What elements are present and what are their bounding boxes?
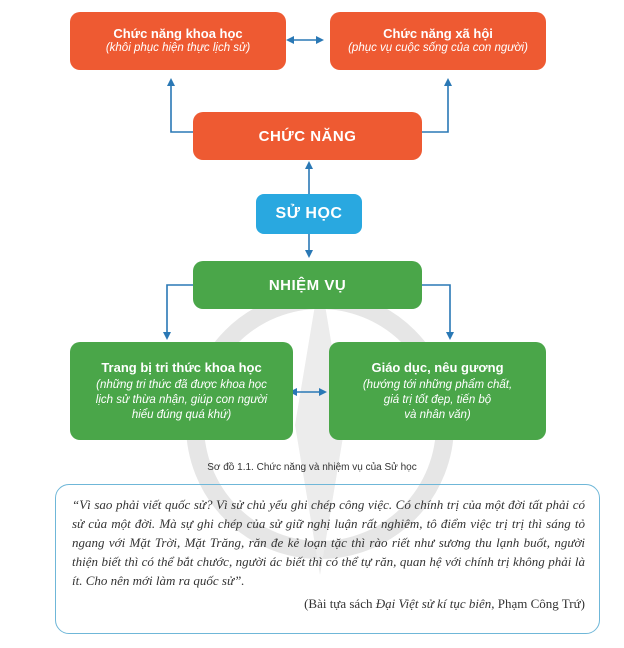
node-mission-title: NHIỆM VỤ: [268, 276, 347, 294]
node-knowledge-line-1: (những tri thức đã được khoa học: [96, 378, 267, 391]
quote-box: “Vì sao phải viết quốc sử? Vì sử chủ yếu…: [55, 484, 600, 634]
quote-text: “Vì sao phải viết quốc sử? Vì sử chủ yếu…: [72, 497, 585, 588]
node-education-line-3: và nhân văn): [404, 408, 471, 421]
node-science-function: Chức năng khoa học (khôi phục hiện thực …: [70, 12, 286, 70]
node-function-title: CHỨC NĂNG: [258, 127, 357, 145]
node-knowledge-line-3: hiểu đúng quá khứ): [131, 408, 232, 421]
arrow-mission-education: [422, 284, 454, 340]
arrow-function-science: [167, 78, 193, 133]
node-knowledge-title: Trang bị tri thức khoa học: [101, 359, 262, 375]
node-knowledge-line-2: lịch sử thừa nhận, giúp con người: [95, 393, 268, 406]
node-history: SỬ HỌC: [256, 194, 362, 234]
quote-source-prefix: (Bài tựa sách: [304, 596, 376, 611]
node-history-title: SỬ HỌC: [275, 205, 343, 222]
node-mission: NHIỆM VỤ: [193, 261, 422, 309]
arrow-mission-knowledge: [163, 284, 193, 340]
quote-source-suffix: , Phạm Công Trứ): [491, 596, 585, 611]
diagram-caption: Sơ đồ 1.1. Chức năng và nhiệm vụ của Sử …: [207, 462, 417, 473]
node-science-subtitle: (khôi phục hiện thực lịch sử): [105, 42, 251, 54]
connector-arrows: [163, 36, 454, 396]
node-function: CHỨC NĂNG: [193, 112, 422, 160]
node-education-line-2: giá trị tốt đẹp, tiến bộ: [383, 393, 492, 406]
node-science-title: Chức năng khoa học: [113, 26, 243, 41]
node-society-subtitle: (phục vụ cuộc sống của con người): [348, 42, 528, 54]
node-education-line-1: (hướng tới những phẩm chất,: [362, 378, 513, 391]
node-society-function: Chức năng xã hội (phục vụ cuộc sống của …: [330, 12, 546, 70]
node-education-title: Giáo dục, nêu gương: [371, 359, 504, 375]
quote-source-title: Đại Việt sử kí tục biên: [375, 596, 492, 611]
quote-source: (Bài tựa sách Đại Việt sử kí tục biên, P…: [72, 596, 585, 612]
node-knowledge: Trang bị tri thức khoa học (những tri th…: [70, 342, 293, 440]
arrow-function-society: [422, 78, 452, 133]
node-society-title: Chức năng xã hội: [383, 26, 493, 41]
node-education: Giáo dục, nêu gương (hướng tới những phẩ…: [329, 342, 546, 440]
